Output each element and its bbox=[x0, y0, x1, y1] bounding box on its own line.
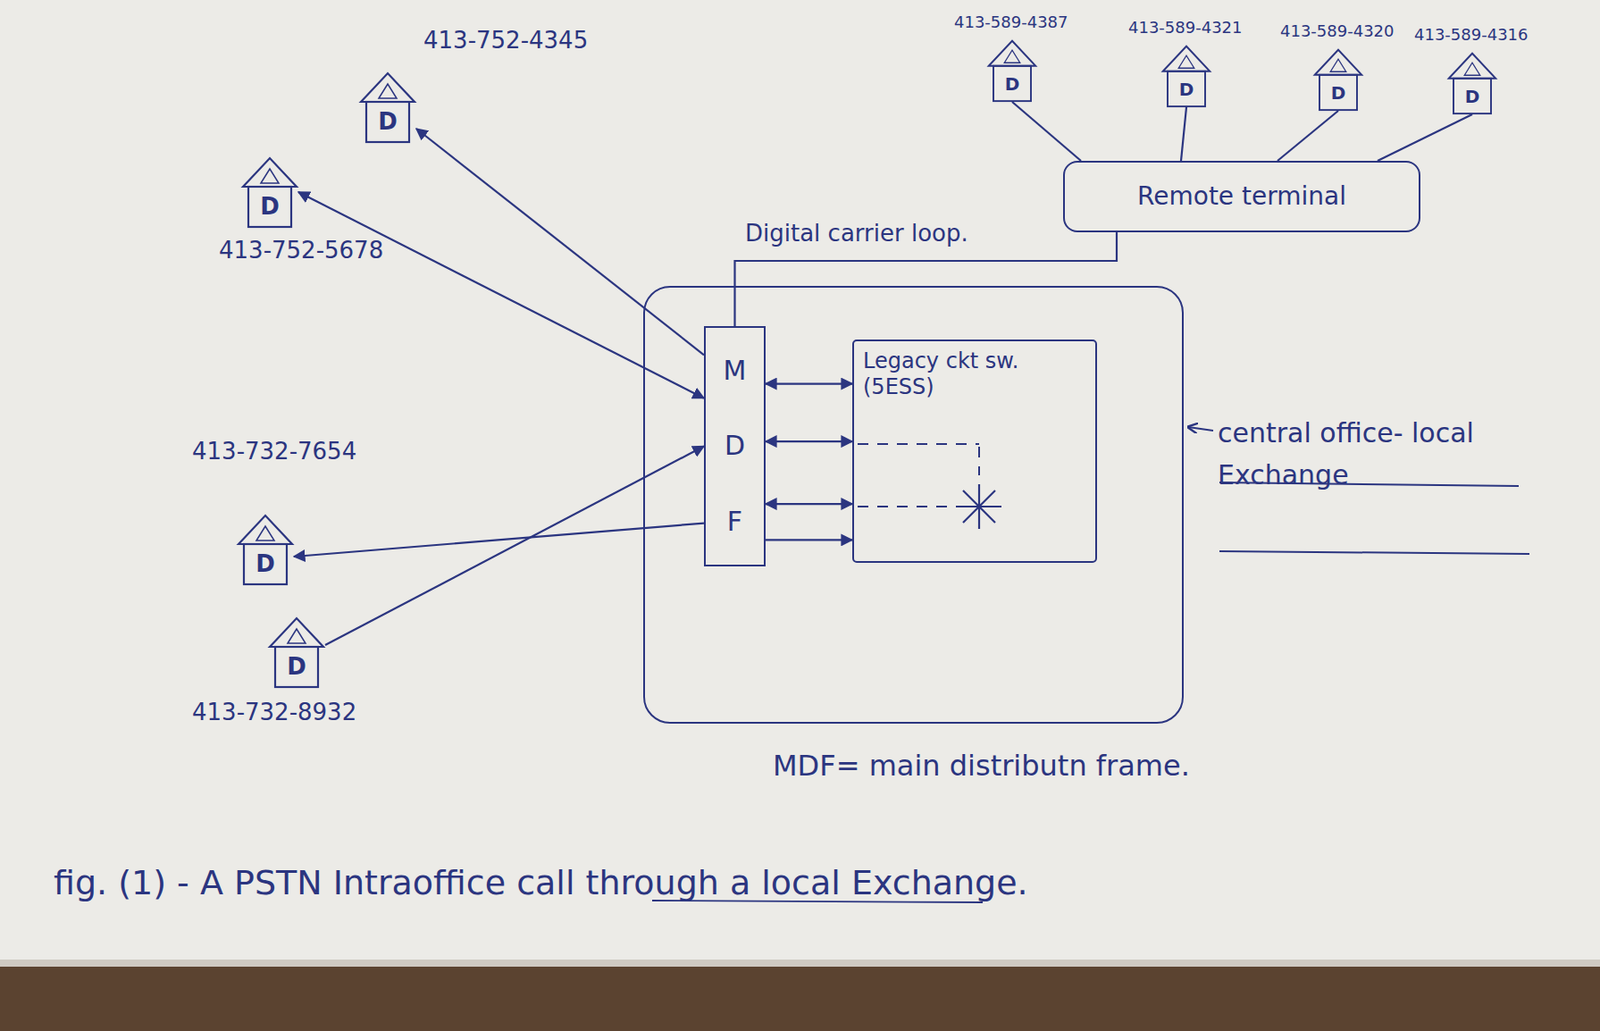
house-wall bbox=[1453, 78, 1492, 114]
phone-number: 413-752-4345 bbox=[423, 26, 588, 55]
house-wall bbox=[243, 544, 287, 585]
connector bbox=[416, 128, 704, 355]
connector-label: Digital carrier loop. bbox=[741, 219, 972, 248]
house-icon: 413-752-5678D bbox=[241, 156, 299, 228]
house-letter: D bbox=[1167, 71, 1206, 108]
central-office-box: central office- local ExchangeMDFLegacy … bbox=[643, 285, 1184, 724]
roof bbox=[1315, 50, 1363, 76]
frame-letter: F bbox=[727, 505, 743, 538]
roof bbox=[242, 158, 297, 187]
underline bbox=[1219, 551, 1530, 554]
house-wall bbox=[248, 186, 292, 227]
house-icon: 413-589-4316D bbox=[1447, 51, 1498, 115]
frame-letter: D bbox=[724, 429, 746, 462]
phone-number: 413-589-4387 bbox=[954, 12, 1069, 33]
paper-shadow bbox=[0, 959, 1600, 967]
roof-hatch bbox=[1178, 55, 1195, 68]
house-wall bbox=[275, 646, 319, 687]
phone-number: 413-732-8932 bbox=[192, 698, 357, 727]
roof bbox=[238, 515, 293, 545]
house-letter: D bbox=[243, 544, 287, 586]
house-icon: 413-589-4321D bbox=[1161, 44, 1212, 108]
phone-number: 413-732-7654 bbox=[192, 437, 357, 466]
house-letter: D bbox=[993, 66, 1031, 102]
table-edge bbox=[0, 964, 1600, 1031]
connector bbox=[325, 446, 704, 646]
connector bbox=[1181, 107, 1187, 161]
roof bbox=[988, 41, 1037, 67]
connector bbox=[765, 538, 853, 541]
roof bbox=[1163, 46, 1211, 72]
connector bbox=[1012, 101, 1081, 161]
house-wall bbox=[1167, 71, 1206, 107]
roof-hatch bbox=[1004, 50, 1021, 63]
roof bbox=[1449, 53, 1497, 79]
roof-hatch bbox=[256, 526, 275, 541]
house-icon: 413-732-8932D bbox=[268, 616, 326, 688]
switch-box: Legacy ckt sw. (5ESS) bbox=[852, 339, 1098, 563]
connector bbox=[1377, 114, 1473, 161]
phone-number: 413-589-4321 bbox=[1128, 17, 1243, 38]
note: MDF= main distributn frame. bbox=[772, 748, 1190, 783]
switch-path bbox=[857, 443, 980, 507]
house-wall bbox=[993, 66, 1031, 101]
house-letter: D bbox=[1453, 78, 1492, 115]
roof-hatch bbox=[1464, 62, 1481, 76]
house-letter: D bbox=[248, 186, 292, 228]
roof-hatch bbox=[287, 628, 306, 644]
house-wall bbox=[1319, 75, 1358, 110]
roof bbox=[360, 73, 415, 102]
roof bbox=[269, 618, 324, 647]
roof-hatch bbox=[260, 168, 279, 184]
house-letter: D bbox=[1319, 75, 1358, 111]
distribution-frame: M D F bbox=[703, 326, 766, 567]
terminal-label: Remote terminal bbox=[1137, 181, 1347, 212]
house-icon: 413-732-7654D bbox=[236, 513, 294, 586]
remote-terminal-box: Remote terminal bbox=[1063, 160, 1421, 233]
house-wall bbox=[366, 101, 410, 143]
switch-label: Legacy ckt sw. (5ESS) bbox=[862, 348, 1087, 401]
office-label: central office- local Exchange bbox=[1217, 412, 1526, 496]
connector bbox=[765, 502, 853, 505]
pointer-arrow bbox=[1188, 427, 1214, 431]
connector bbox=[1277, 110, 1339, 161]
house-icon: 413-589-4387D bbox=[987, 39, 1038, 102]
caption: fig. (1) - A PSTN Intraoffice call throu… bbox=[53, 862, 1233, 905]
roof-hatch bbox=[378, 83, 397, 99]
frame-letter: M bbox=[723, 354, 747, 387]
connector bbox=[765, 440, 853, 443]
house-letter: D bbox=[275, 646, 319, 688]
house-letter: D bbox=[366, 101, 410, 143]
connector bbox=[765, 382, 853, 385]
roof-hatch bbox=[1330, 58, 1347, 72]
house-icon: 413-589-4320D bbox=[1313, 48, 1364, 111]
house-icon: 413-752-4345D bbox=[359, 71, 417, 143]
phone-number: 413-589-4316 bbox=[1414, 25, 1529, 45]
switch-star bbox=[956, 484, 1002, 529]
phone-number: 413-752-5678 bbox=[218, 236, 384, 265]
phone-number: 413-589-4320 bbox=[1280, 21, 1395, 42]
